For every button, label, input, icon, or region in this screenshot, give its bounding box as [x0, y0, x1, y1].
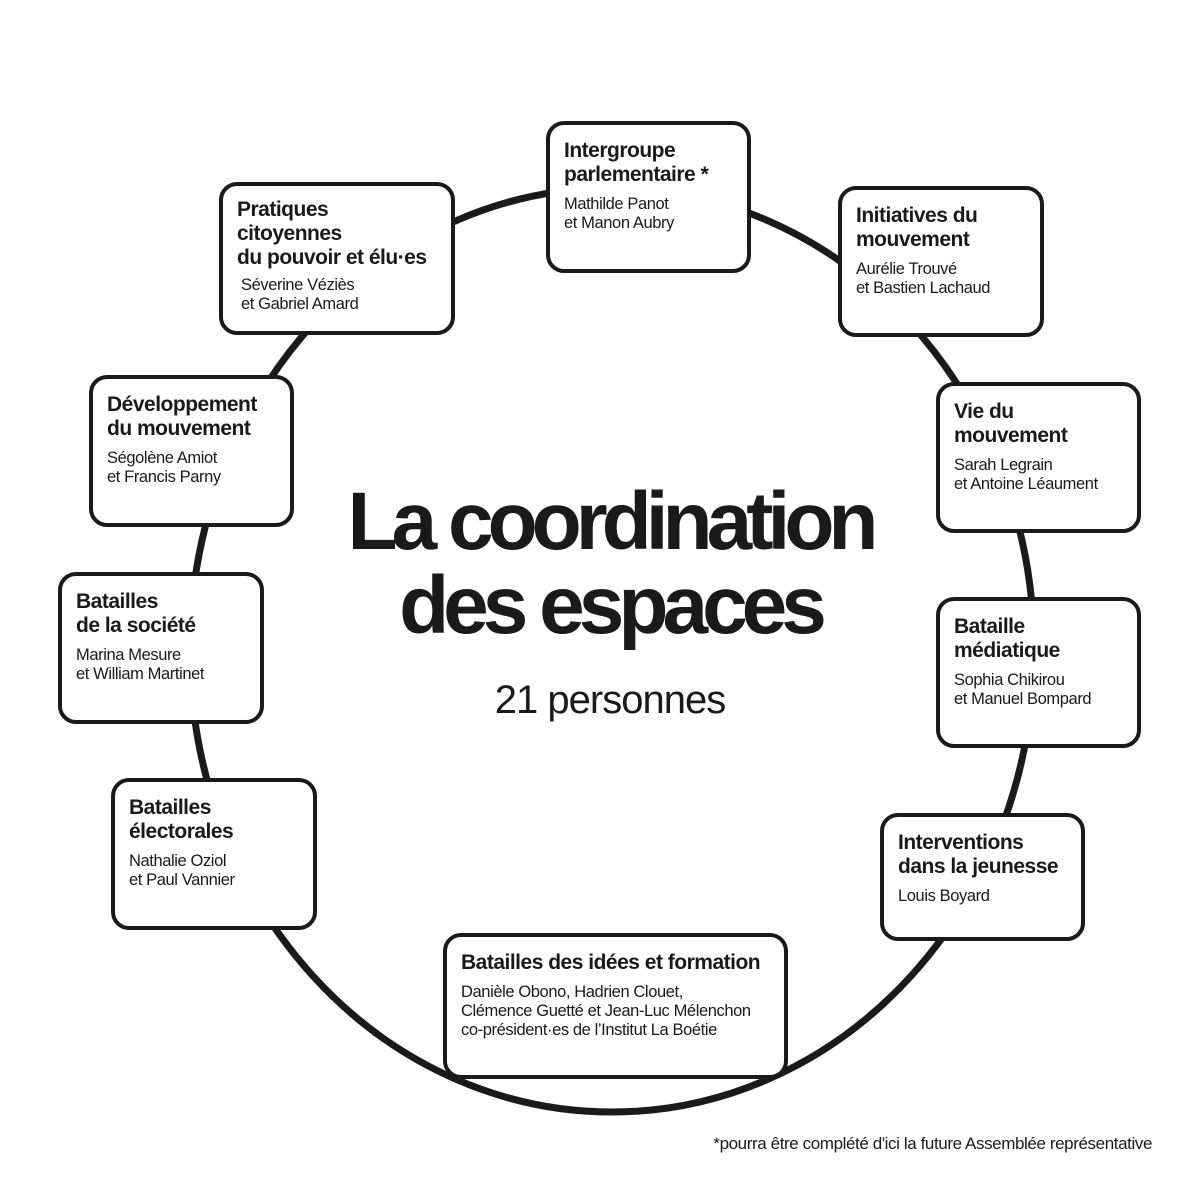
space-node-pratiques-citoyennes: Pratiques citoyennes du pouvoir et élu·e…	[219, 182, 455, 335]
space-members: Nathalie Oziol et Paul Vannier	[129, 852, 235, 889]
space-node-batailles-des-idees-et-formation: Batailles des idées et formation Danièle…	[443, 933, 788, 1079]
diagram-title: La coordination des espaces	[347, 476, 879, 651]
space-title: Batailles électorales	[129, 796, 234, 843]
space-members: Aurélie Trouvé et Bastien Lachaud	[856, 260, 991, 297]
space-node-initiatives-du-mouvement: Initiatives du mouvement Aurélie Trouvé …	[838, 186, 1044, 337]
space-node-interventions-dans-la-jeunesse: Interventions dans la jeunesse Louis Boy…	[880, 813, 1085, 941]
space-node-batailles-electorales: Batailles électorales Nathalie Oziol et …	[111, 778, 317, 930]
space-members: Sophia Chikirou et Manuel Bompard	[954, 671, 1092, 708]
footnote: *pourra être complété d'ici la future As…	[713, 1134, 1152, 1153]
space-title: Batailles des idées et formation	[461, 951, 761, 974]
diagram-subtitle: 21 personnes	[494, 678, 726, 722]
space-title: Intergroupe parlementaire *	[564, 139, 709, 186]
space-node-intergroupe-parlementaire: Intergroupe parlementaire * Mathilde Pan…	[546, 121, 751, 273]
space-title: Initiatives du mouvement	[856, 204, 978, 251]
space-members: Danièle Obono, Hadrien Clouet, Clémence …	[461, 983, 751, 1039]
space-node-bataille-mediatique: Bataille médiatique Sophia Chikirou et M…	[936, 597, 1141, 748]
space-title: Développement du mouvement	[107, 393, 257, 440]
space-node-developpement-du-mouvement: Développement du mouvement Ségolène Amio…	[89, 375, 294, 527]
space-node-vie-du-mouvement: Vie du mouvement Sarah Legrain et Antoin…	[936, 382, 1141, 533]
space-title: Interventions dans la jeunesse	[898, 831, 1059, 878]
space-title: Pratiques citoyennes du pouvoir et élu·e…	[237, 198, 427, 269]
space-title: Bataille médiatique	[954, 615, 1060, 662]
space-members: Louis Boyard	[898, 887, 990, 905]
space-node-batailles-de-la-societe: Batailles de la société Marina Mesure et…	[58, 572, 264, 724]
space-members: Ségolène Amiot et Francis Parny	[107, 449, 221, 486]
space-members: Séverine Véziès et Gabriel Amard	[241, 276, 359, 313]
space-title: Vie du mouvement	[954, 400, 1068, 447]
space-title: Batailles de la société	[76, 590, 196, 637]
space-members: Marina Mesure et William Martinet	[76, 646, 205, 683]
space-members: Mathilde Panot et Manon Aubry	[564, 195, 674, 232]
space-members: Sarah Legrain et Antoine Léaument	[954, 456, 1098, 493]
